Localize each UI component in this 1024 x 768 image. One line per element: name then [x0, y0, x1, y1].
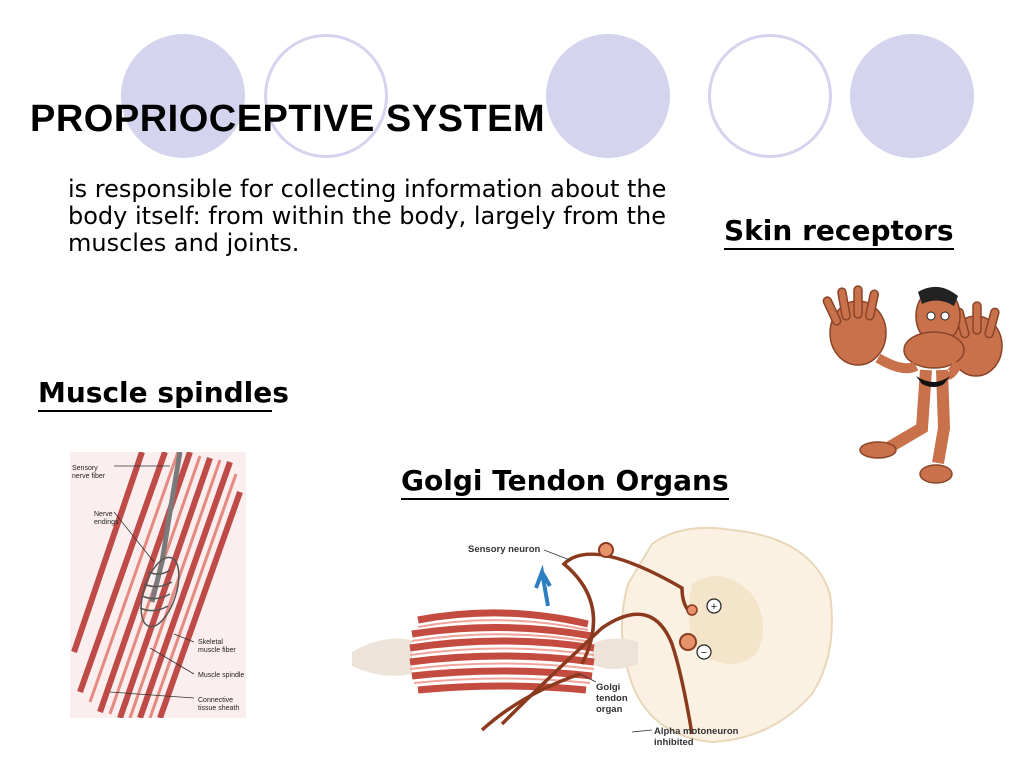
spindle-label-skeletal-2: muscle fiber [198, 647, 236, 654]
spindle-label-connective-1: Connective [198, 697, 233, 704]
golgi-label-sensory-neuron: Sensory neuron [468, 544, 541, 555]
spindle-label-sensory-1: Sensory [72, 465, 98, 472]
skin-receptor-figure [822, 285, 1003, 484]
spindle-label-skeletal-1: Skeletal [198, 639, 223, 646]
golgi-label-organ-3: organ [596, 704, 623, 715]
spindle-label-nerve-1: Nerve [94, 511, 113, 518]
heading-muscle-spindles: Muscle spindles [38, 376, 289, 412]
golgi-label-organ-2: tendon [596, 693, 628, 704]
golgi-label-alpha-1: Alpha motoneuron [654, 726, 739, 737]
decor-circle-3 [546, 34, 670, 158]
heading-golgi-text: Golgi Tendon Organs [401, 464, 729, 500]
golgi-minus-sign: − [701, 647, 707, 659]
golgi-plus-sign: + [711, 601, 717, 613]
decor-circle-5 [850, 34, 974, 158]
spindle-label-connective-2: tissue sheath [198, 705, 239, 712]
decor-circle-1 [121, 34, 245, 158]
muscle-spindle-figure: Sensory nerve fiber Nerve endings Skelet… [70, 452, 246, 718]
golgi-tendon-figure: + − Sensory neuron Golgi tendon organ Al… [352, 526, 833, 748]
decor-circle-2 [264, 34, 388, 158]
slide-title: PROPRIOCEPTIVE SYSTEM [30, 98, 546, 140]
spindle-label-nerve-2: endings [94, 519, 119, 526]
heading-muscle-tail: s [272, 376, 289, 409]
spindle-label-sensory-2: nerve fiber [72, 473, 106, 480]
decor-circle-4 [708, 34, 832, 158]
golgi-label-alpha-2: inhibited [654, 737, 694, 748]
spindle-label-spindle: Muscle spindle [198, 672, 244, 679]
heading-skin-text: Skin receptors [724, 214, 954, 250]
slide-description: is responsible for collecting informatio… [68, 175, 667, 257]
heading-golgi-tendon-organs: Golgi Tendon Organs [401, 464, 729, 500]
heading-muscle-text: Muscle spindle [38, 376, 273, 412]
heading-skin-receptors: Skin receptors [724, 214, 954, 250]
golgi-label-organ-1: Golgi [596, 682, 620, 693]
